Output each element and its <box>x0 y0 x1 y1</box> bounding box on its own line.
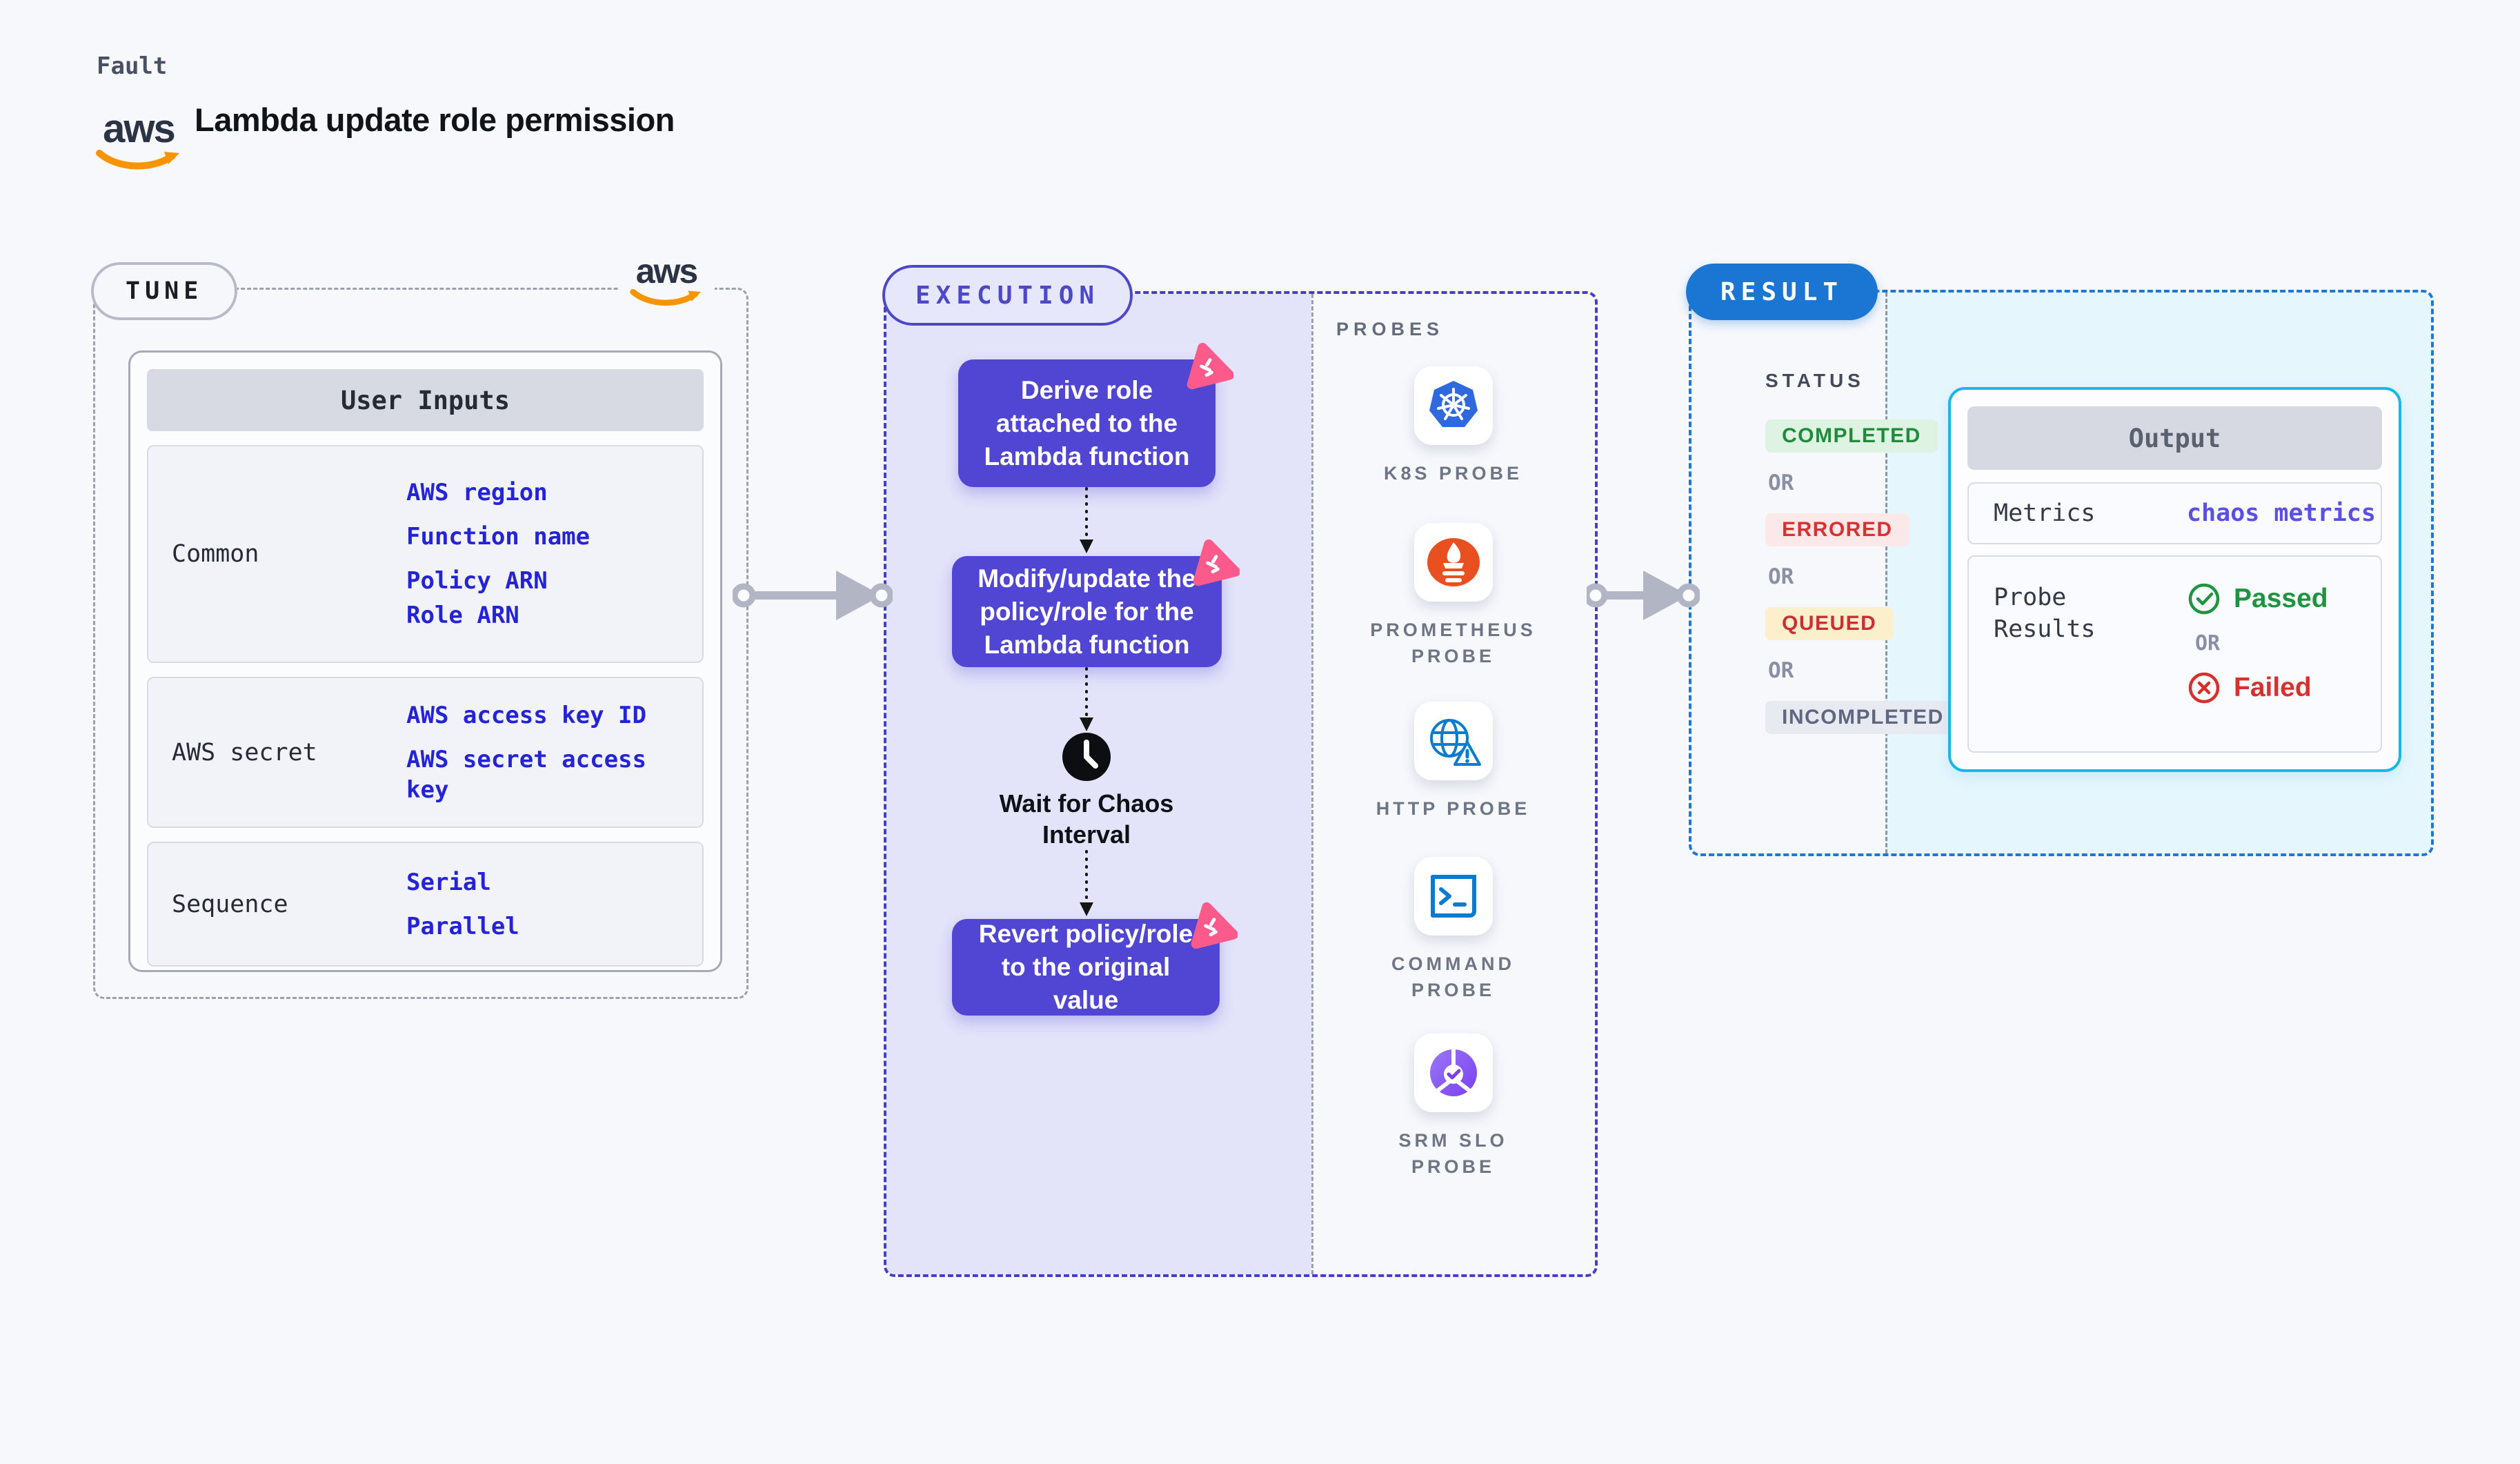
status-badge-completed: COMPLETED <box>1765 419 1938 453</box>
probe-card <box>1413 857 1493 936</box>
probe-label: COMMAND PROBE <box>1391 953 1515 1000</box>
input-values: AWS access key ID AWS secret access key <box>406 686 702 819</box>
input-link[interactable]: Serial <box>406 868 491 896</box>
status-title: STATUS <box>1765 370 1865 391</box>
input-link[interactable]: Role ARN <box>406 602 519 629</box>
probe-card <box>1413 1033 1493 1112</box>
probe-results-row: Probe Results Passed OR <box>1967 555 2382 753</box>
probe-item-srm-slo: SRM SLO PROBE <box>1311 1033 1595 1180</box>
input-group-sequence: Sequence Serial Parallel <box>147 842 704 967</box>
flow-node-label: Modify/update the policy/role for the La… <box>978 564 1196 659</box>
input-link[interactable]: Policy ARN <box>406 567 548 595</box>
aws-logo-text: aws <box>103 106 176 151</box>
probe-label: SRM SLO PROBE <box>1398 1130 1508 1177</box>
metrics-label: Metrics <box>1994 499 2096 527</box>
probe-label: PROMETHEUS PROBE <box>1370 620 1536 666</box>
aws-logo-tune: aws <box>618 250 715 316</box>
input-group-label: AWS secret <box>172 738 317 766</box>
input-values: Serial Parallel <box>406 853 702 956</box>
passed-label: Passed <box>2234 584 2328 613</box>
chaos-icon <box>1191 902 1238 949</box>
execution-probes-divider <box>1311 294 1313 1274</box>
status-badge-errored: ERRORED <box>1765 513 1909 546</box>
page-title: Lambda update role permission <box>195 101 675 138</box>
aws-logo: aws <box>95 109 182 177</box>
status-badge-queued: QUEUED <box>1765 607 1894 640</box>
probe-card <box>1413 366 1493 445</box>
aws-swoosh-icon <box>630 288 702 306</box>
input-link[interactable]: Function name <box>406 523 591 551</box>
flow-arrow-tune-to-execution <box>733 571 893 620</box>
execution-badge: EXECUTION <box>882 265 1133 326</box>
input-group-aws-secret: AWS secret AWS access key ID AWS secret … <box>147 677 704 828</box>
input-group-label: Common <box>172 540 259 568</box>
flow-node-revert-policy: Revert policy/role to the original value <box>952 902 1238 1016</box>
result-badge: RESULT <box>1686 264 1878 320</box>
chaos-metrics-link[interactable]: chaos metrics <box>2187 499 2376 527</box>
input-group-common: Common AWS region Function name Policy A… <box>147 445 704 663</box>
clock-icon <box>1061 731 1112 786</box>
probe-item-prometheus: PROMETHEUS PROBE <box>1311 523 1595 669</box>
probe-label: HTTP PROBE <box>1376 798 1531 819</box>
fault-eyebrow-label: Fault <box>97 52 168 80</box>
probes-panel: PROBES K8S PROBE <box>1311 294 1595 1274</box>
srm-slo-icon <box>1429 1049 1477 1096</box>
flow-node-label: Derive role attached to the Lambda funct… <box>984 375 1190 471</box>
result-section: RESULT STATUS COMPLETED OR ERRORED OR QU… <box>1686 264 2434 856</box>
failed-line: Failed <box>2187 671 2312 705</box>
http-globe-warning-icon <box>1429 719 1481 766</box>
terminal-icon <box>1430 875 1476 918</box>
chaos-icon <box>1193 539 1240 586</box>
probe-label: K8S PROBE <box>1383 463 1523 484</box>
status-badge-incompleted: INCOMPLETED <box>1765 701 1961 734</box>
failed-label: Failed <box>2234 673 2312 702</box>
input-link[interactable]: AWS access key ID <box>406 701 646 729</box>
user-inputs-card: User Inputs Common AWS region Function n… <box>128 350 722 972</box>
output-card: Output Metrics chaos metrics Probe Resul… <box>1948 387 2401 772</box>
tune-badge: TUNE <box>91 262 238 320</box>
prometheus-icon <box>1427 538 1480 586</box>
dotted-arrow-icon <box>1080 667 1093 731</box>
input-group-label: Sequence <box>172 890 288 918</box>
probe-item-k8s: K8S PROBE <box>1311 366 1595 486</box>
or-separator: OR <box>1768 471 1794 495</box>
result-status-divider <box>1885 293 1887 853</box>
tune-section: TUNE aws User Inputs Common AWS region F… <box>91 250 748 999</box>
output-header: Output <box>1967 406 2382 470</box>
probe-results-values: Passed OR Failed <box>2187 582 2328 751</box>
metrics-row: Metrics chaos metrics <box>1967 482 2382 544</box>
dotted-arrow-icon <box>1080 850 1093 916</box>
execution-section: EXECUTION Derive role attached to the La… <box>882 265 1598 1277</box>
check-circle-icon <box>2188 583 2220 615</box>
wait-interval-label: Wait for Chaos Interval <box>999 789 1174 849</box>
flow-arrow-execution-to-result <box>1587 571 1700 620</box>
probe-card <box>1413 523 1493 602</box>
input-link[interactable]: AWS region <box>406 479 548 506</box>
flow-node-modify-policy: Modify/update the policy/role for the La… <box>952 539 1240 667</box>
input-values: AWS region Function name Policy ARN Role… <box>406 464 702 644</box>
user-inputs-header: User Inputs <box>147 369 704 431</box>
x-circle-icon <box>2188 672 2220 704</box>
probe-item-http: HTTP PROBE <box>1311 702 1595 822</box>
passed-line: Passed <box>2187 582 2328 616</box>
flow-node-derive-role: Derive role attached to the Lambda funct… <box>958 342 1233 487</box>
probe-card <box>1413 702 1493 780</box>
probe-results-label: Probe Results <box>1994 584 2096 643</box>
probes-title: PROBES <box>1336 319 1445 339</box>
aws-logo-text: aws <box>635 252 699 290</box>
input-link[interactable]: Parallel <box>406 912 519 940</box>
aws-swoosh-icon <box>96 150 179 170</box>
probe-item-command: COMMAND PROBE <box>1311 857 1595 1003</box>
or-separator: OR <box>1768 564 1794 589</box>
or-separator: OR <box>2195 631 2221 655</box>
status-panel: STATUS COMPLETED OR ERRORED OR QUEUED OR… <box>1765 370 1961 734</box>
input-link[interactable]: AWS secret access key <box>406 745 646 804</box>
or-separator: OR <box>1768 658 1794 683</box>
chaos-icon <box>1187 342 1233 390</box>
kubernetes-icon <box>1429 381 1478 427</box>
flow-node-label: Revert policy/role to the original value <box>978 920 1193 1014</box>
dotted-arrow-icon <box>1080 487 1093 553</box>
